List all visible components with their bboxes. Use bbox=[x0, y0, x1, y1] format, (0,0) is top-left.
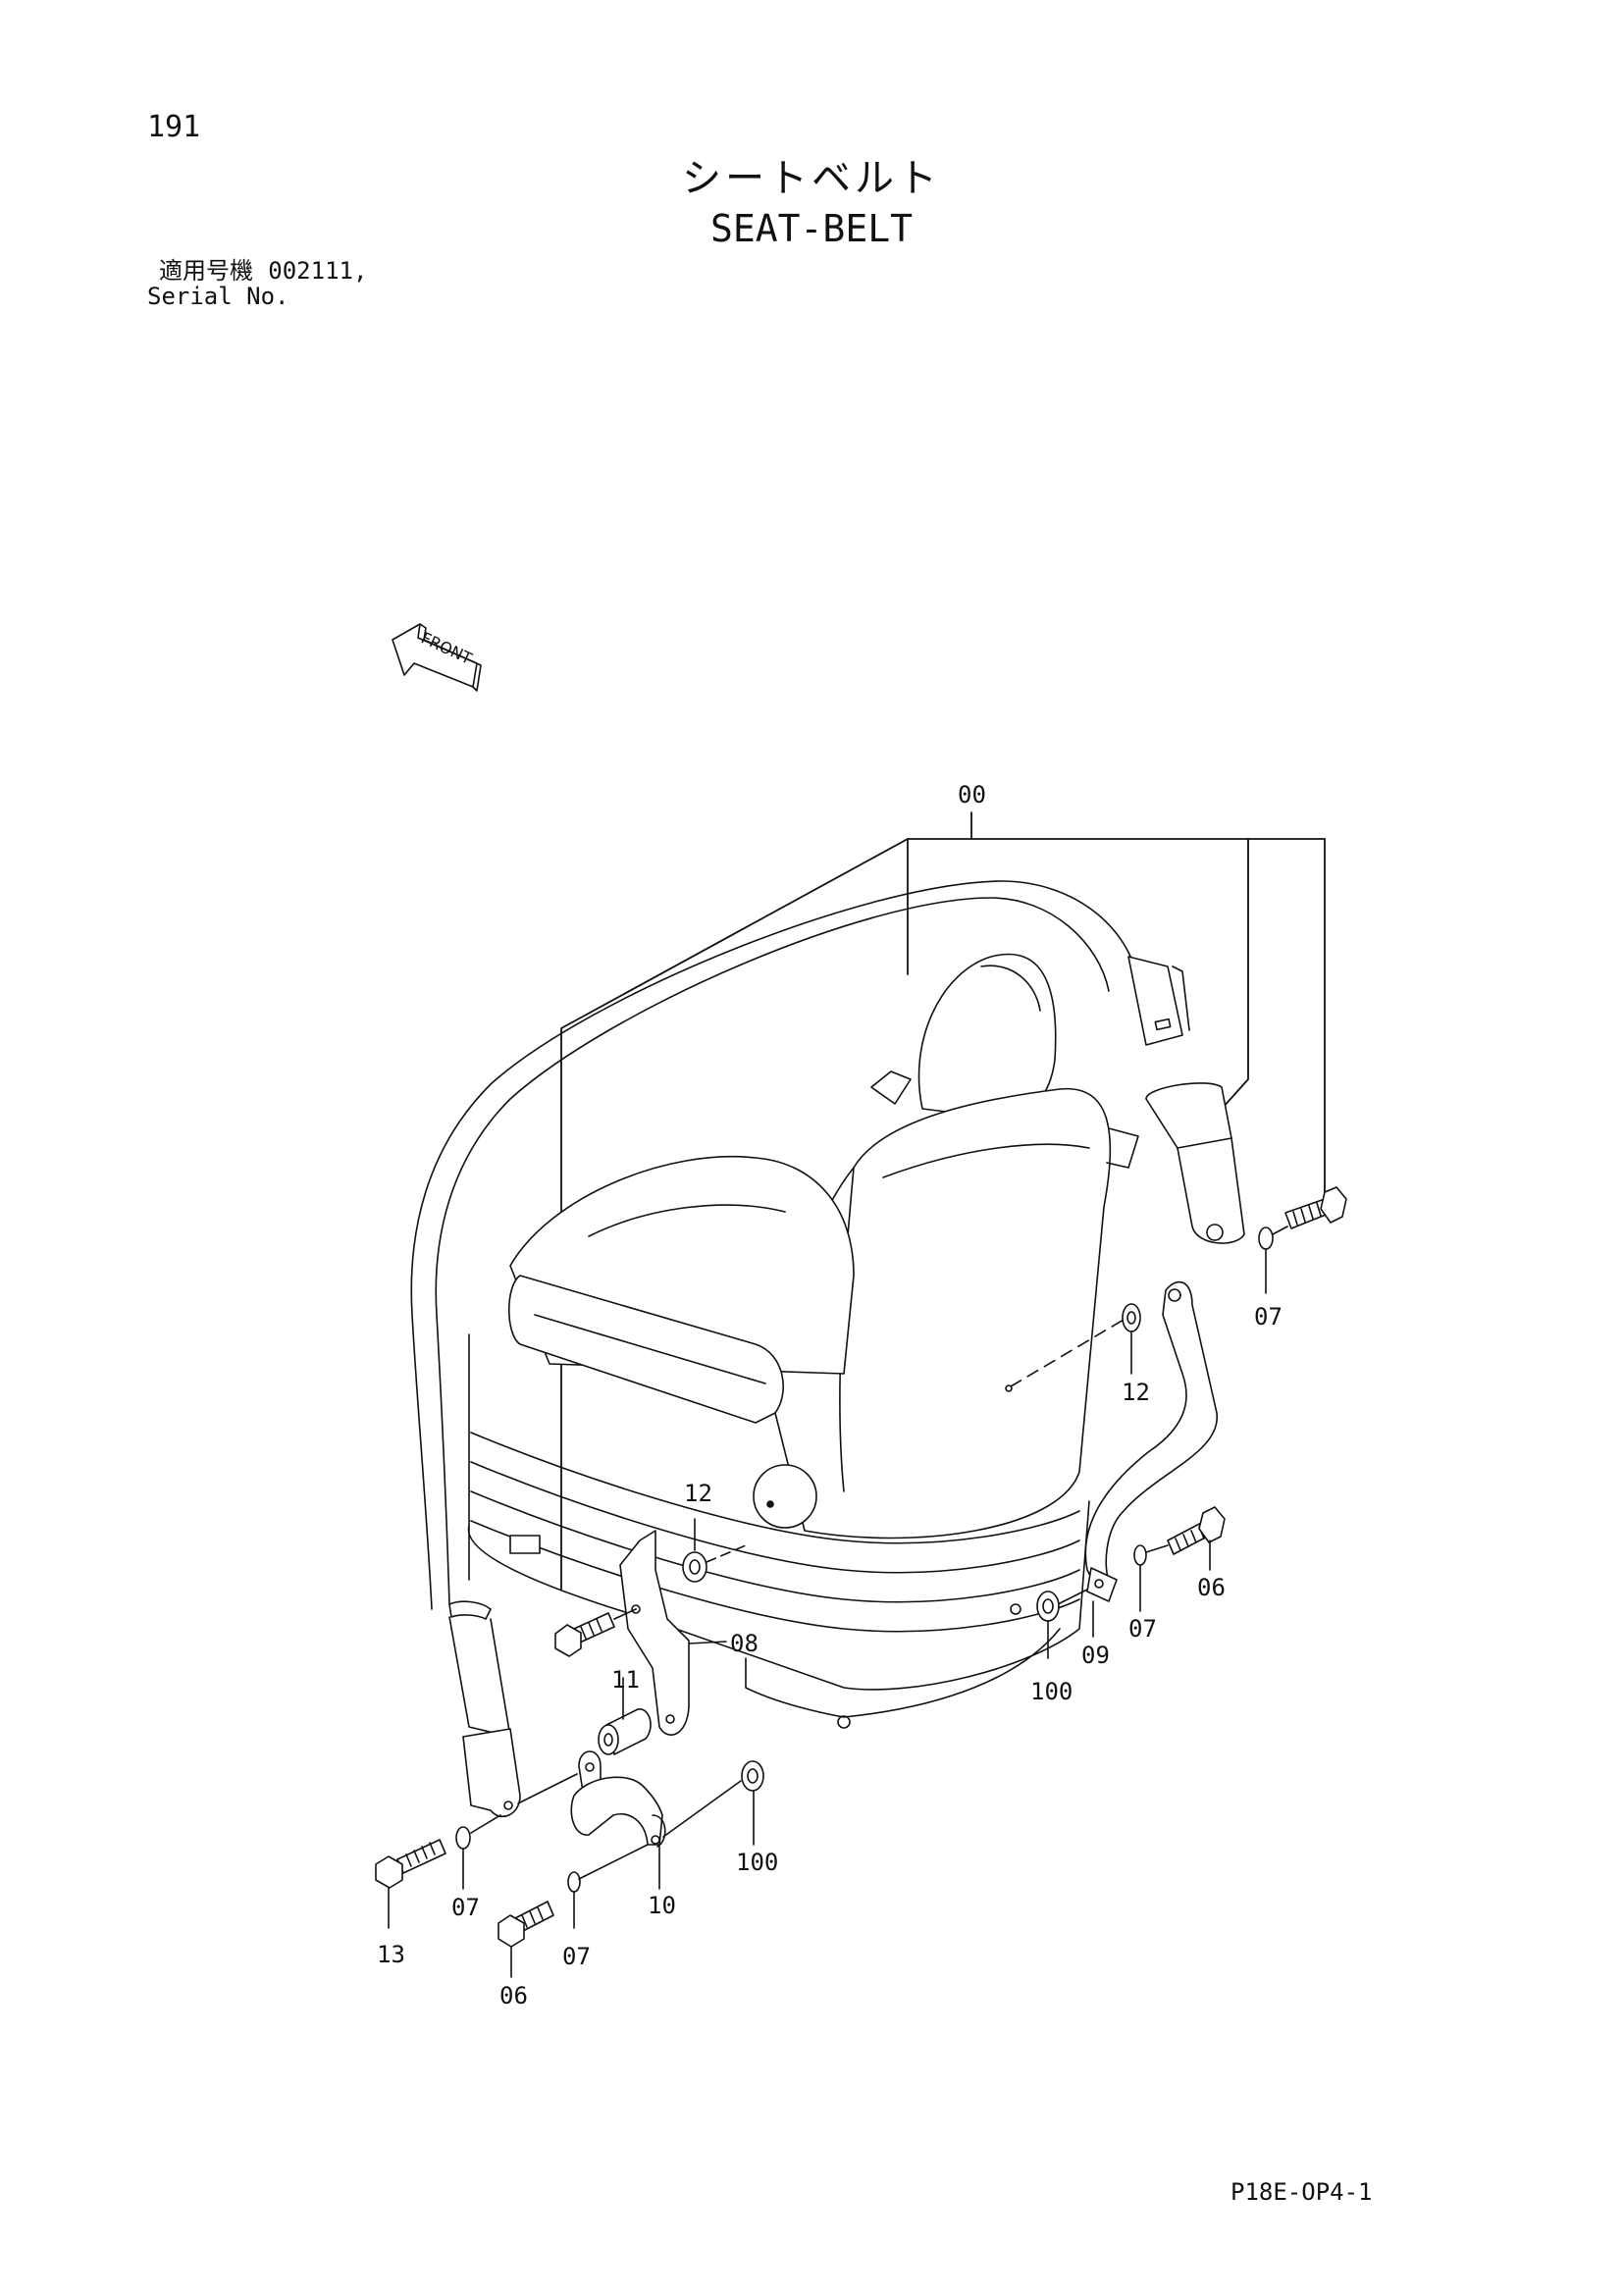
callout-07: 07 bbox=[1254, 1303, 1283, 1331]
leader bbox=[518, 1774, 577, 1803]
callout-06: 06 bbox=[499, 1982, 528, 2009]
leader-dashed-right bbox=[1011, 1320, 1124, 1386]
left-anchor-bracket bbox=[620, 1531, 689, 1735]
hole-marker bbox=[1006, 1385, 1012, 1391]
leader bbox=[1146, 1545, 1168, 1552]
callout-100: 100 bbox=[1030, 1678, 1073, 1705]
callout-00: 00 bbox=[958, 781, 986, 809]
nut-left bbox=[742, 1761, 763, 1791]
spacer-right bbox=[1123, 1304, 1140, 1331]
front-arrow-icon: FRONT bbox=[393, 624, 481, 691]
washer-right bbox=[1134, 1545, 1146, 1565]
leader bbox=[663, 1781, 741, 1837]
leader bbox=[1273, 1226, 1287, 1234]
seat-belt-strap bbox=[411, 881, 1138, 1609]
page-title: SEAT-BELT bbox=[710, 207, 913, 250]
belt-latch-plate bbox=[1128, 957, 1189, 1045]
callout-13: 13 bbox=[377, 1941, 405, 1968]
leader bbox=[614, 1609, 636, 1619]
callout-07: 07 bbox=[1128, 1615, 1157, 1643]
leader bbox=[689, 1642, 726, 1644]
lower-belt-bracket bbox=[571, 1751, 665, 1847]
washer-left bbox=[456, 1827, 470, 1849]
serial-label-japanese: 適用号機 bbox=[159, 257, 253, 285]
spacer-right-hole bbox=[1127, 1312, 1135, 1324]
callout-12: 12 bbox=[1122, 1379, 1150, 1406]
operator-seat bbox=[469, 954, 1138, 1728]
belt-buckle bbox=[1146, 1083, 1244, 1243]
callout-11: 11 bbox=[611, 1666, 640, 1694]
bolt-lower bbox=[498, 1902, 553, 1947]
right-belt-anchor bbox=[1085, 1282, 1217, 1601]
leader bbox=[471, 1815, 500, 1833]
bolt-left bbox=[376, 1840, 445, 1888]
callout-10: 10 bbox=[648, 1892, 676, 1919]
document-code: P18E-OP4-1 bbox=[1230, 2178, 1373, 2206]
serial-line: 適用号機 002111, bbox=[159, 259, 367, 283]
spacer-left bbox=[683, 1552, 707, 1582]
callout-07: 07 bbox=[451, 1894, 480, 1921]
nut-right bbox=[1037, 1592, 1059, 1621]
nut-right-hole bbox=[1043, 1599, 1053, 1613]
callout-06: 06 bbox=[1197, 1574, 1226, 1601]
collar bbox=[599, 1709, 651, 1754]
bolt-upper-right bbox=[1285, 1187, 1346, 1228]
left-buckle-strap bbox=[449, 1601, 520, 1816]
nut-left-hole bbox=[748, 1769, 758, 1783]
callout-09: 09 bbox=[1081, 1642, 1110, 1669]
spacer-left-hole bbox=[690, 1560, 700, 1574]
leader bbox=[1060, 1590, 1087, 1603]
leader bbox=[579, 1845, 648, 1879]
page-title-japanese: シートベルト bbox=[682, 156, 941, 201]
callout-12: 12 bbox=[684, 1480, 712, 1507]
serial-value: 002111, bbox=[268, 257, 368, 285]
bolt-right bbox=[1168, 1507, 1225, 1554]
callout-07: 07 bbox=[562, 1943, 591, 1970]
serial-label: Serial No. bbox=[147, 283, 289, 310]
page-number: 191 bbox=[147, 110, 201, 144]
callout-08: 08 bbox=[730, 1630, 759, 1657]
leader bbox=[707, 1545, 746, 1562]
washer-lower bbox=[568, 1872, 580, 1892]
washer-upper-right bbox=[1259, 1227, 1273, 1249]
assembly-leader bbox=[561, 812, 1325, 1590]
bolt-assembly-left bbox=[555, 1613, 614, 1656]
callout-100: 100 bbox=[736, 1849, 779, 1876]
